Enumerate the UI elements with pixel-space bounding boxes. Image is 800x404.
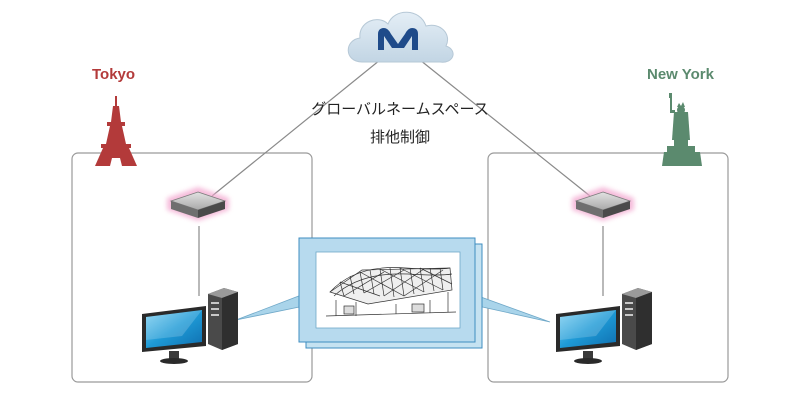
new-york-cloud-link: [419, 59, 591, 197]
namespace-subtitle: 排他制御: [369, 128, 430, 146]
new-york-site-frame: [487, 152, 729, 383]
statue-of-liberty-icon: [662, 93, 702, 166]
tokyo-tower-icon: [95, 96, 137, 166]
tokyo-cloud-link: [211, 59, 381, 197]
cloud-icon: [347, 11, 454, 63]
tokyo-workstation-icon: [142, 288, 238, 364]
new-york-storage-appliance-icon: [572, 187, 634, 221]
new-york-workstation-icon: [556, 288, 652, 364]
tokyo-site-label: Tokyo: [92, 66, 136, 83]
building-structure-cad-icon: [325, 267, 457, 317]
namespace-title: グローバルネームスペース: [311, 100, 489, 118]
tokyo-storage-appliance-icon: [167, 187, 229, 221]
new-york-site-label: New York: [647, 66, 714, 83]
new-york-callout-beam: [477, 295, 551, 323]
m-logo-icon: [378, 28, 418, 50]
tokyo-callout-beam: [235, 293, 305, 321]
tokyo-site-frame: [71, 152, 313, 383]
